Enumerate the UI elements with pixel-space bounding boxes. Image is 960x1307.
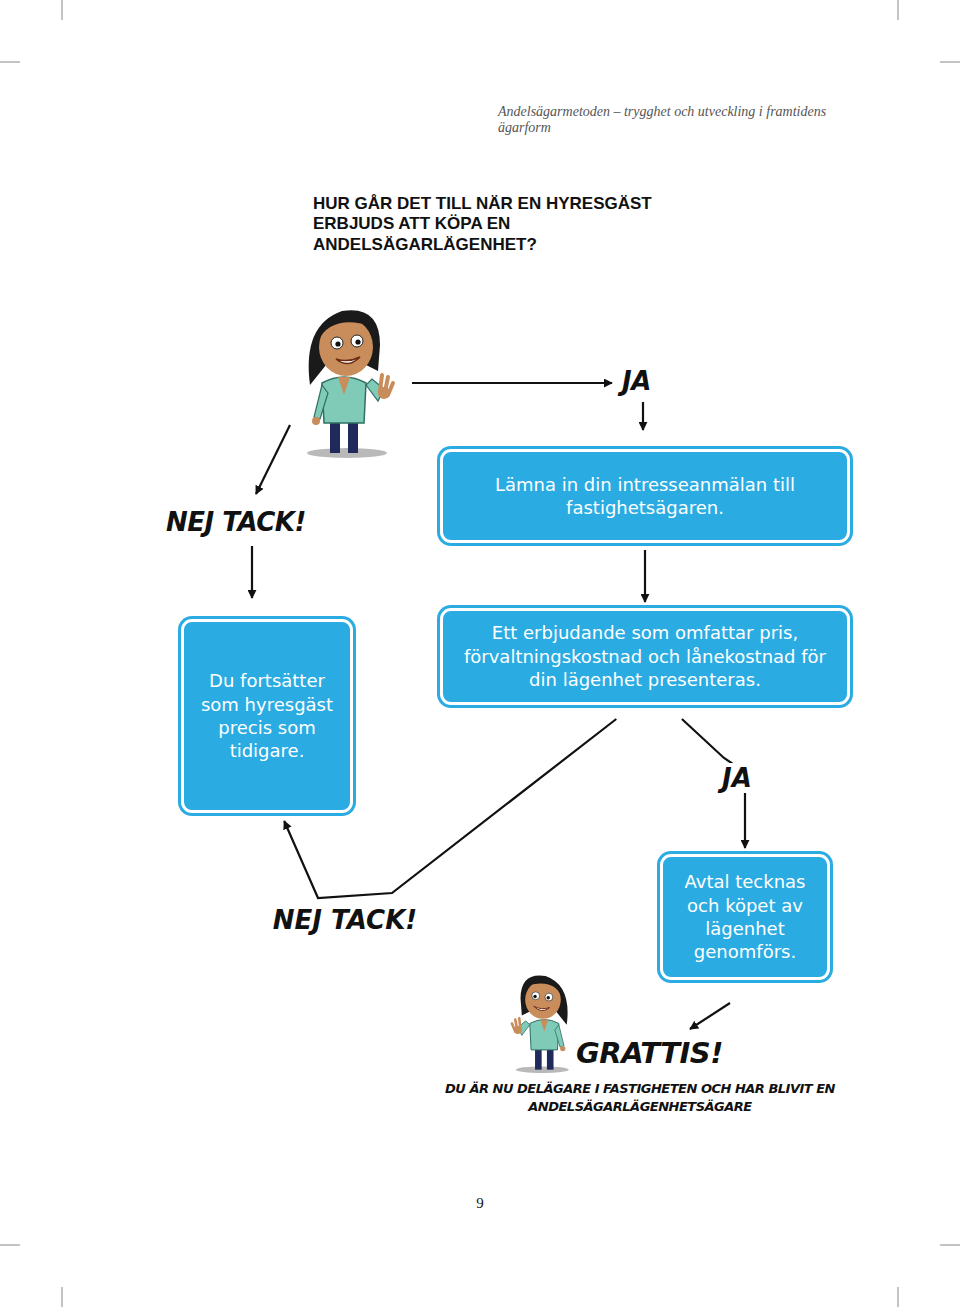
congrats-note: DU ÄR NU DELÄGARE I FASTIGHETEN OCH HAR … <box>445 1080 835 1115</box>
process-box: Du fortsätter som hyresgäst precis som t… <box>181 619 353 813</box>
person-figure <box>307 310 393 458</box>
process-box: Ett erbjudande som omfattar pris, förval… <box>440 608 850 705</box>
process-box: Lämna in din intresseanmälan till fastig… <box>440 449 850 543</box>
box-text: Du fortsätter som hyresgäst precis som t… <box>194 669 340 763</box>
running-header: Andelsägarmetoden – trygghet och utveckl… <box>498 104 868 136</box>
page-title: HUR GÅR DET TILL NÄR EN HYRESGÄST ERBJUD… <box>313 194 713 255</box>
congrats-label: GRATTIS! <box>576 1036 736 1070</box>
box-text: Lämna in din intresseanmälan till fastig… <box>453 473 837 520</box>
box-text: Ett erbjudande som omfattar pris, förval… <box>453 621 837 691</box>
flow-arrow <box>644 550 646 602</box>
page-number: 9 <box>470 1195 490 1212</box>
process-box: Avtal tecknas och köpet av lägenhet geno… <box>660 854 830 980</box>
person-figure <box>512 975 569 1073</box>
box-text: Avtal tecknas och köpet av lägenhet geno… <box>673 870 817 964</box>
choice-label: JA <box>622 366 682 396</box>
edge-label: JA <box>718 763 756 793</box>
choice-label: NEJ TACK! <box>166 507 336 537</box>
edge-label: NEJ TACK! <box>269 905 421 935</box>
